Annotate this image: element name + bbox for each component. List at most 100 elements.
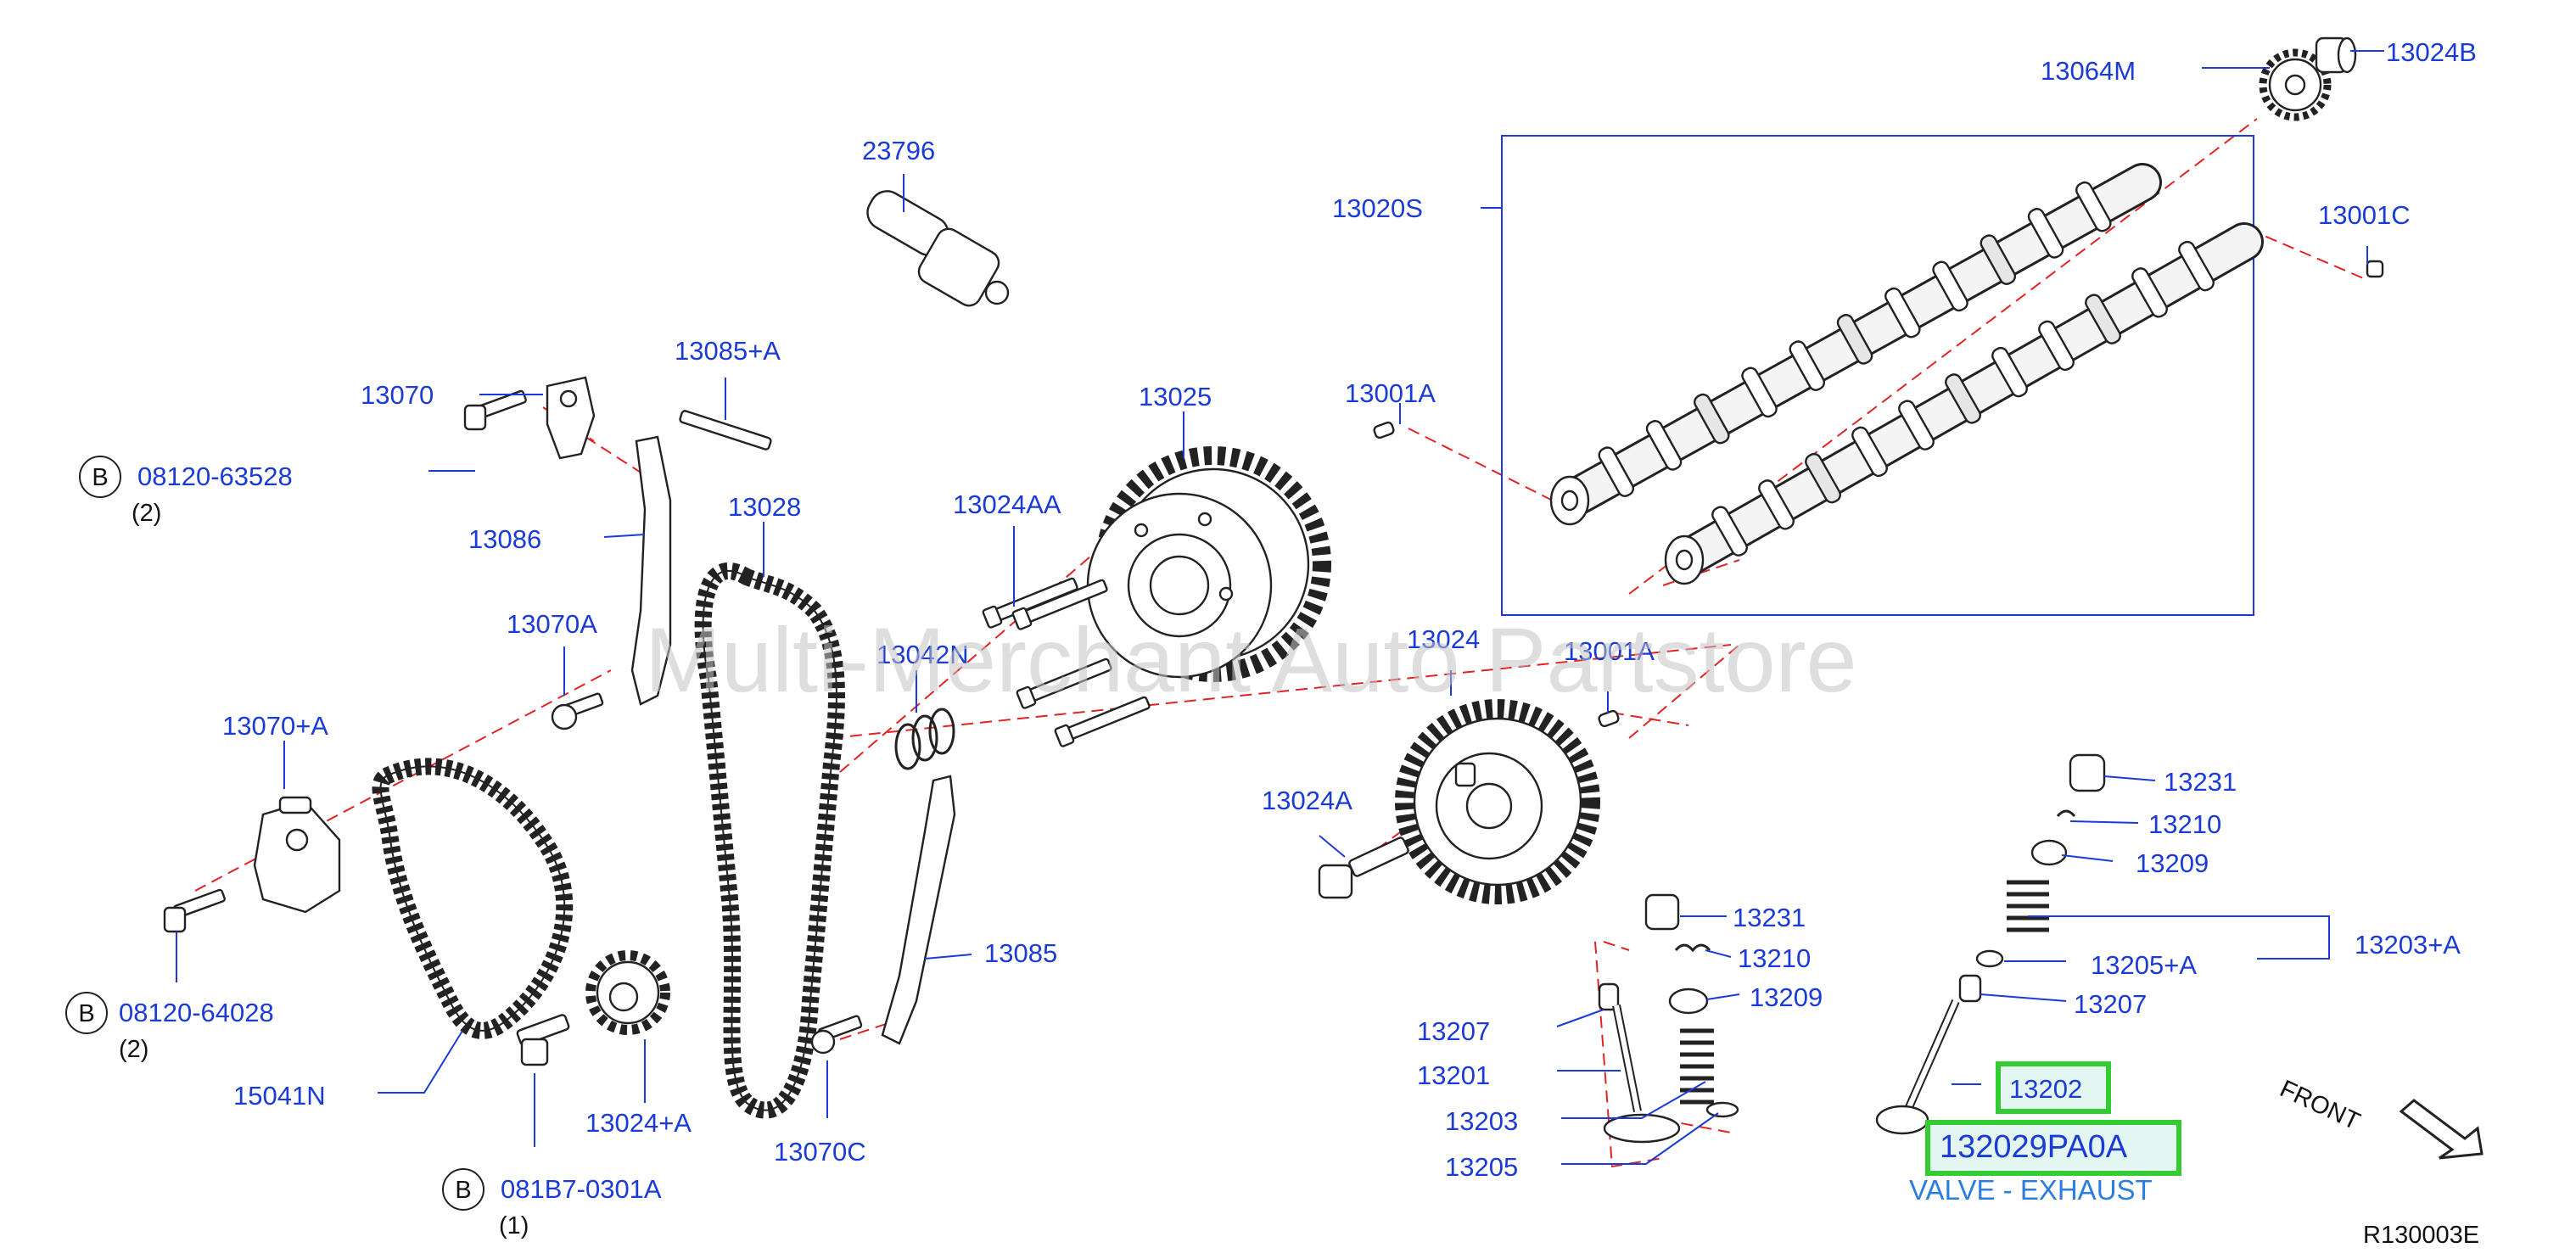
label-13202[interactable]: 13202 — [2009, 1074, 2082, 1104]
label-13070a[interactable]: 13070A — [507, 609, 597, 639]
label-13205[interactable]: 13205 — [1445, 1152, 1518, 1182]
bolt-marker-3: B — [455, 1177, 471, 1204]
label-13024aa[interactable]: 13024AA — [953, 490, 1061, 519]
cam-lobe — [1836, 314, 1873, 365]
leader-lines — [176, 50, 2384, 1165]
label-13085[interactable]: 13085 — [984, 938, 1057, 968]
part-labels: 23796 13085+A 13070 13086 13028 13024AA … — [222, 37, 2477, 1182]
label-13070[interactable]: 13070 — [361, 380, 434, 410]
tensioner-13070 — [546, 376, 596, 460]
label-13201[interactable]: 13201 — [1417, 1060, 1490, 1090]
cam-lobe — [2178, 240, 2215, 292]
bolt-b1 — [463, 389, 527, 431]
label-13001a-top[interactable]: 13001A — [1345, 378, 1436, 408]
bolt-marker-1: B — [92, 464, 108, 491]
label-13207-right[interactable]: 13207 — [2074, 989, 2147, 1019]
label-13207-left[interactable]: 13207 — [1417, 1016, 1490, 1046]
label-13209-left[interactable]: 13209 — [1750, 982, 1823, 1012]
label-13001c[interactable]: 13001C — [2318, 200, 2411, 230]
highlight-box-part-number — [1925, 1120, 2181, 1176]
label-13024b[interactable]: 13024B — [2386, 37, 2477, 67]
label-13064m[interactable]: 13064M — [2041, 56, 2136, 86]
label-13210-right[interactable]: 13210 — [2148, 809, 2221, 839]
crank-sprocket-13024pa — [585, 950, 670, 1035]
dowel-13001a-mid — [1598, 709, 1620, 728]
bolt-marker-2: B — [78, 1000, 94, 1027]
bolt-b2 — [163, 888, 226, 933]
bolt-number-1[interactable]: 08120-63528 — [137, 462, 293, 491]
cam-lobe — [1851, 426, 1888, 478]
timing-chain-15041n — [372, 758, 574, 1039]
watermark: Multi-Merchant Auto Partstore — [645, 608, 1857, 711]
label-13070pa[interactable]: 13070+A — [222, 711, 328, 741]
diagram-code: R130003E — [2363, 1222, 2479, 1249]
bolt-callout-3[interactable]: B 081B7-0301A (1) — [442, 1168, 662, 1239]
label-13231-left[interactable]: 13231 — [1733, 903, 1806, 932]
cam-lobe — [1711, 506, 1748, 557]
bolts-13024aa — [982, 577, 1151, 747]
chain-guide-13085 — [881, 775, 956, 1045]
cam-lobe — [1758, 479, 1795, 530]
chain-guide-13086 — [630, 435, 672, 706]
cam-lobe — [2131, 267, 2168, 318]
dowel-13001c — [2366, 260, 2384, 278]
label-13203pa[interactable]: 13203+A — [2355, 930, 2461, 960]
cam-lobe — [1694, 393, 1730, 445]
guide-13085a — [679, 410, 772, 450]
label-15041n[interactable]: 15041N — [233, 1081, 326, 1111]
timing-chain-13028 — [694, 562, 845, 1119]
label-13028[interactable]: 13028 — [728, 492, 801, 522]
cam-lobe — [1805, 452, 1841, 504]
cam-lobe — [1598, 446, 1635, 497]
bolt-13070c — [810, 1015, 863, 1055]
sprocket-13064m — [2259, 48, 2332, 121]
front-label: FRONT — [2276, 1075, 2364, 1135]
label-13205pa[interactable]: 13205+A — [2091, 950, 2197, 980]
bolt-callout-1[interactable]: B 08120-63528 (2) — [79, 456, 293, 527]
cam-lobe — [1991, 346, 2028, 398]
front-arrow — [2399, 1099, 2484, 1160]
o-rings-13042n — [894, 708, 955, 770]
label-13085a[interactable]: 13085+A — [675, 336, 781, 366]
cam-lobe — [1898, 400, 1935, 450]
bolt-13070a — [551, 692, 604, 730]
valve-train-left — [1598, 893, 1739, 1144]
highlighted-part-number[interactable]: 132029PA0A — [1940, 1129, 2128, 1165]
label-13024[interactable]: 13024 — [1407, 624, 1480, 654]
bolt-qty-2: (2) — [119, 1036, 148, 1063]
cam-lobe — [1945, 373, 1981, 424]
label-13001a-mid[interactable]: 13001A — [1564, 636, 1655, 666]
label-13070c[interactable]: 13070C — [774, 1137, 866, 1167]
bolt-b3 — [516, 1014, 570, 1066]
label-13042n[interactable]: 13042N — [876, 640, 969, 669]
bolt-qty-1: (2) — [132, 500, 161, 527]
label-23796[interactable]: 23796 — [862, 136, 935, 165]
cam-lobe — [1789, 340, 1826, 391]
label-13209-right[interactable]: 13209 — [2136, 848, 2209, 878]
highlighted-part-description: VALVE - EXHAUST — [1909, 1174, 2153, 1206]
bolt-number-2[interactable]: 08120-64028 — [119, 998, 274, 1027]
cam-lobe — [2027, 208, 2064, 259]
camshaft-box — [1501, 135, 2254, 616]
bolt-number-3[interactable]: 081B7-0301A — [501, 1174, 662, 1204]
cam-lobe — [1980, 234, 2017, 285]
cam-lobe — [2085, 294, 2121, 344]
label-13086[interactable]: 13086 — [468, 524, 541, 554]
label-13231-right[interactable]: 13231 — [2164, 767, 2237, 797]
label-13024a[interactable]: 13024A — [1262, 786, 1352, 815]
label-13210-left[interactable]: 13210 — [1738, 943, 1811, 973]
camshaft-intake — [1549, 163, 2162, 526]
highlighted-part[interactable]: 13202 132029PA0A VALVE - EXHAUST — [1909, 1061, 2181, 1206]
cam-lobe — [1741, 367, 1778, 418]
label-13025[interactable]: 13025 — [1139, 382, 1212, 411]
label-13024pa[interactable]: 13024+A — [585, 1108, 692, 1138]
camshaft-exhaust — [1664, 222, 2264, 585]
bolt-callout-2[interactable]: B 08120-64028 (2) — [65, 992, 274, 1063]
valve-train-right — [1875, 753, 2106, 1135]
bolt-13024a — [1318, 837, 1409, 899]
label-13203[interactable]: 13203 — [1445, 1106, 1518, 1136]
label-13020s[interactable]: 13020S — [1332, 193, 1423, 223]
cam-lobe — [1884, 287, 1921, 339]
cam-lobe — [1932, 260, 1968, 312]
